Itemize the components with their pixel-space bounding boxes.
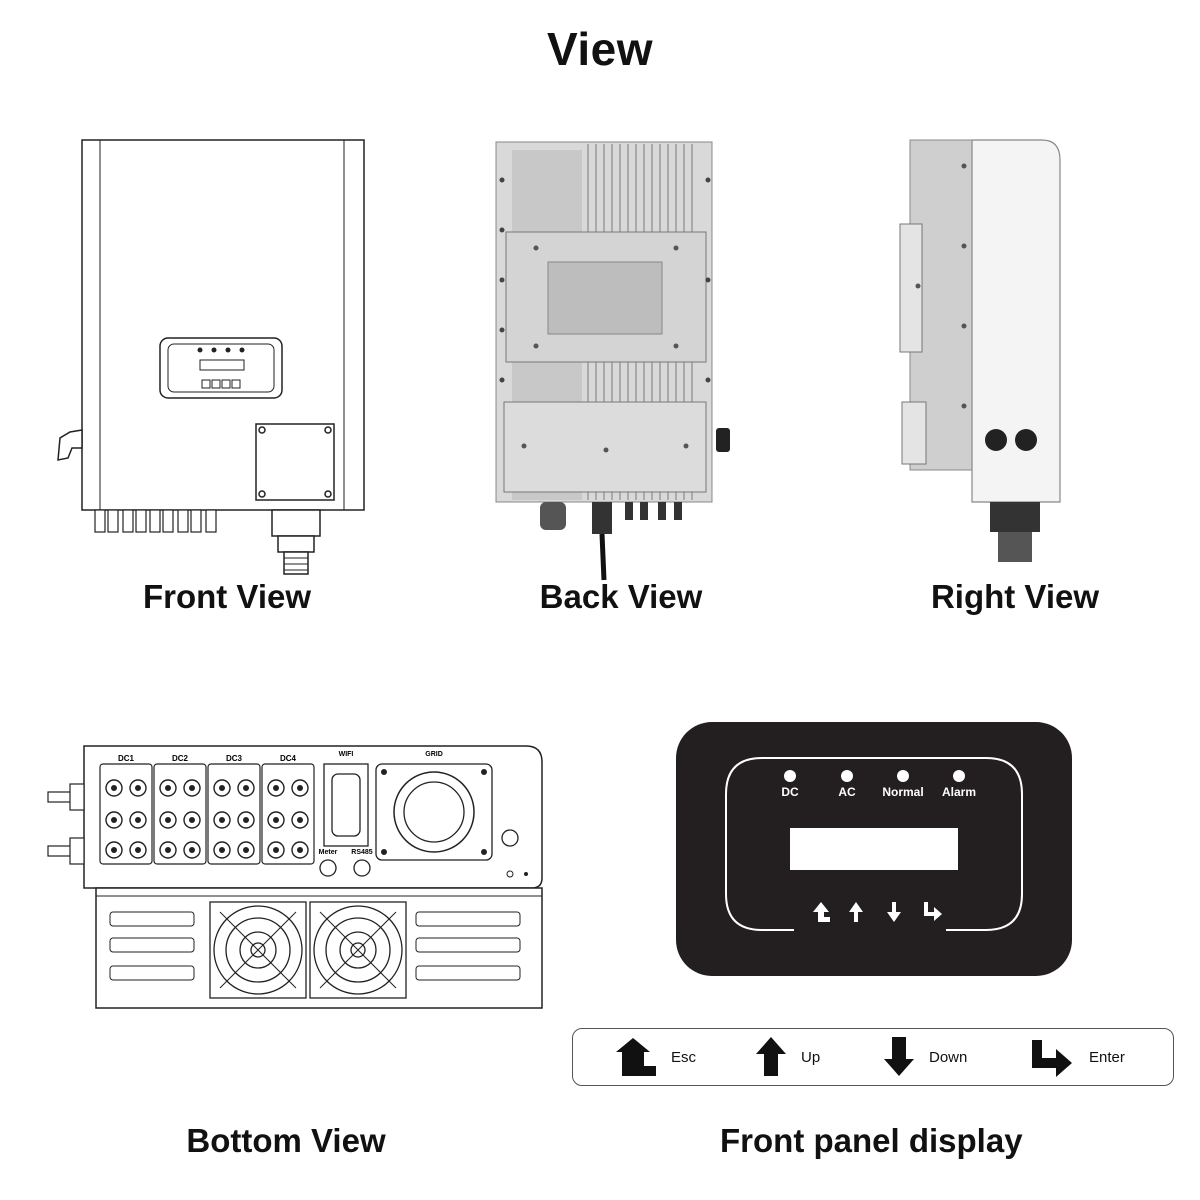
bottom-view-caption: Bottom View <box>186 1122 386 1159</box>
page-title: View <box>547 23 653 75</box>
led-alarm-indicator <box>953 770 965 782</box>
wifi-label: WIFI <box>339 751 354 758</box>
down-arrow-icon <box>884 1037 914 1076</box>
front-panel-display: DC AC Normal Alarm <box>676 722 1072 976</box>
key-legend: Esc Up Down Enter <box>572 1028 1174 1086</box>
up-arrow-icon <box>756 1037 786 1076</box>
dc3-label: DC3 <box>226 754 243 763</box>
right-view-caption: Right View <box>930 578 1100 615</box>
led-dc-indicator <box>784 770 796 782</box>
panel-esc-key-icon[interactable] <box>813 902 830 922</box>
led-normal-indicator <box>897 770 909 782</box>
lcd-screen <box>790 828 958 870</box>
panel-up-key-icon[interactable] <box>849 902 863 922</box>
dc4-label: DC4 <box>280 754 297 763</box>
rs485-label: RS485 <box>351 849 373 856</box>
up-key-label: Up <box>801 1049 821 1066</box>
front-view-drawing <box>57 139 365 575</box>
grid-label: GRID <box>425 751 443 758</box>
down-key-label: Down <box>929 1049 968 1066</box>
bottom-view-drawing: DC1 DC2 DC3 DC4 WIFI Meter RS485 GRID <box>47 745 543 1009</box>
led-normal-label: Normal <box>882 785 923 799</box>
back-view-drawing <box>495 141 730 581</box>
led-ac-indicator <box>841 770 853 782</box>
dc2-label: DC2 <box>172 754 189 763</box>
esc-key-label: Esc <box>671 1049 697 1066</box>
dc1-label: DC1 <box>118 754 135 763</box>
enter-key-label: Enter <box>1089 1049 1125 1066</box>
led-dc-label: DC <box>781 785 799 799</box>
front-view-caption: Front View <box>142 578 312 615</box>
back-view-caption: Back View <box>539 578 703 615</box>
panel-enter-key-icon[interactable] <box>924 902 942 921</box>
right-view-drawing <box>899 139 1061 562</box>
enter-arrow-icon <box>1032 1040 1072 1077</box>
led-ac-label: AC <box>838 785 856 799</box>
front-panel-caption: Front panel display <box>720 1122 1023 1159</box>
esc-arrow-icon <box>616 1038 656 1076</box>
panel-down-key-icon[interactable] <box>887 902 901 922</box>
led-alarm-label: Alarm <box>942 785 976 799</box>
meter-label: Meter <box>319 849 338 856</box>
